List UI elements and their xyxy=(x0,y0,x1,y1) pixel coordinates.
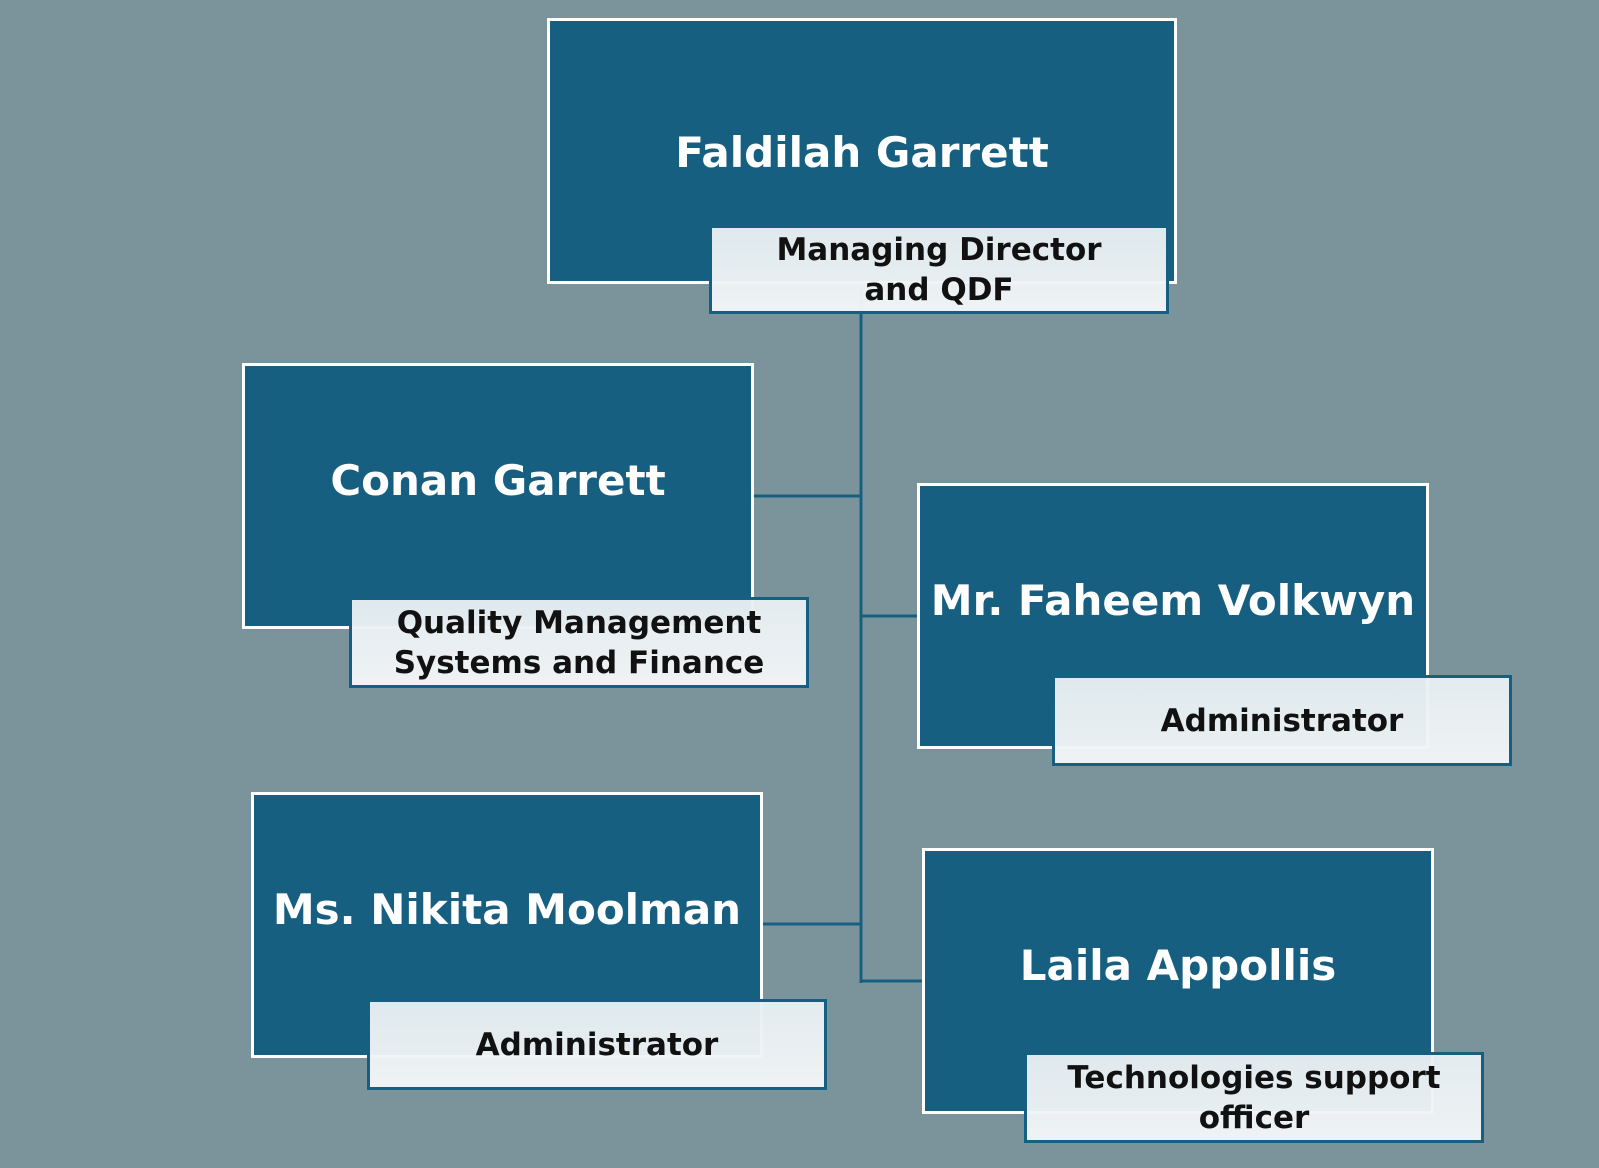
node-name: Faldilah Garrett xyxy=(675,128,1049,177)
node-name: Laila Appollis xyxy=(1019,941,1337,990)
role-label-quality-management: Quality Management Systems and Finance xyxy=(349,597,809,688)
node-name: Conan Garrett xyxy=(330,456,666,505)
node-name: Ms. Nikita Moolman xyxy=(272,885,742,934)
node-name: Mr. Faheem Volkwyn xyxy=(930,576,1416,625)
role-label-administrator: Administrator xyxy=(367,999,827,1090)
org-node-conan-garrett: Conan Garrett xyxy=(242,363,754,629)
org-node-faheem-volkwyn: Mr. Faheem Volkwyn xyxy=(917,483,1429,749)
role-label-managing-director: Managing Director and QDF xyxy=(709,225,1169,314)
role-label-administrator: Administrator xyxy=(1052,675,1512,766)
role-label-technologies-support: Technologies support officer xyxy=(1024,1052,1484,1143)
